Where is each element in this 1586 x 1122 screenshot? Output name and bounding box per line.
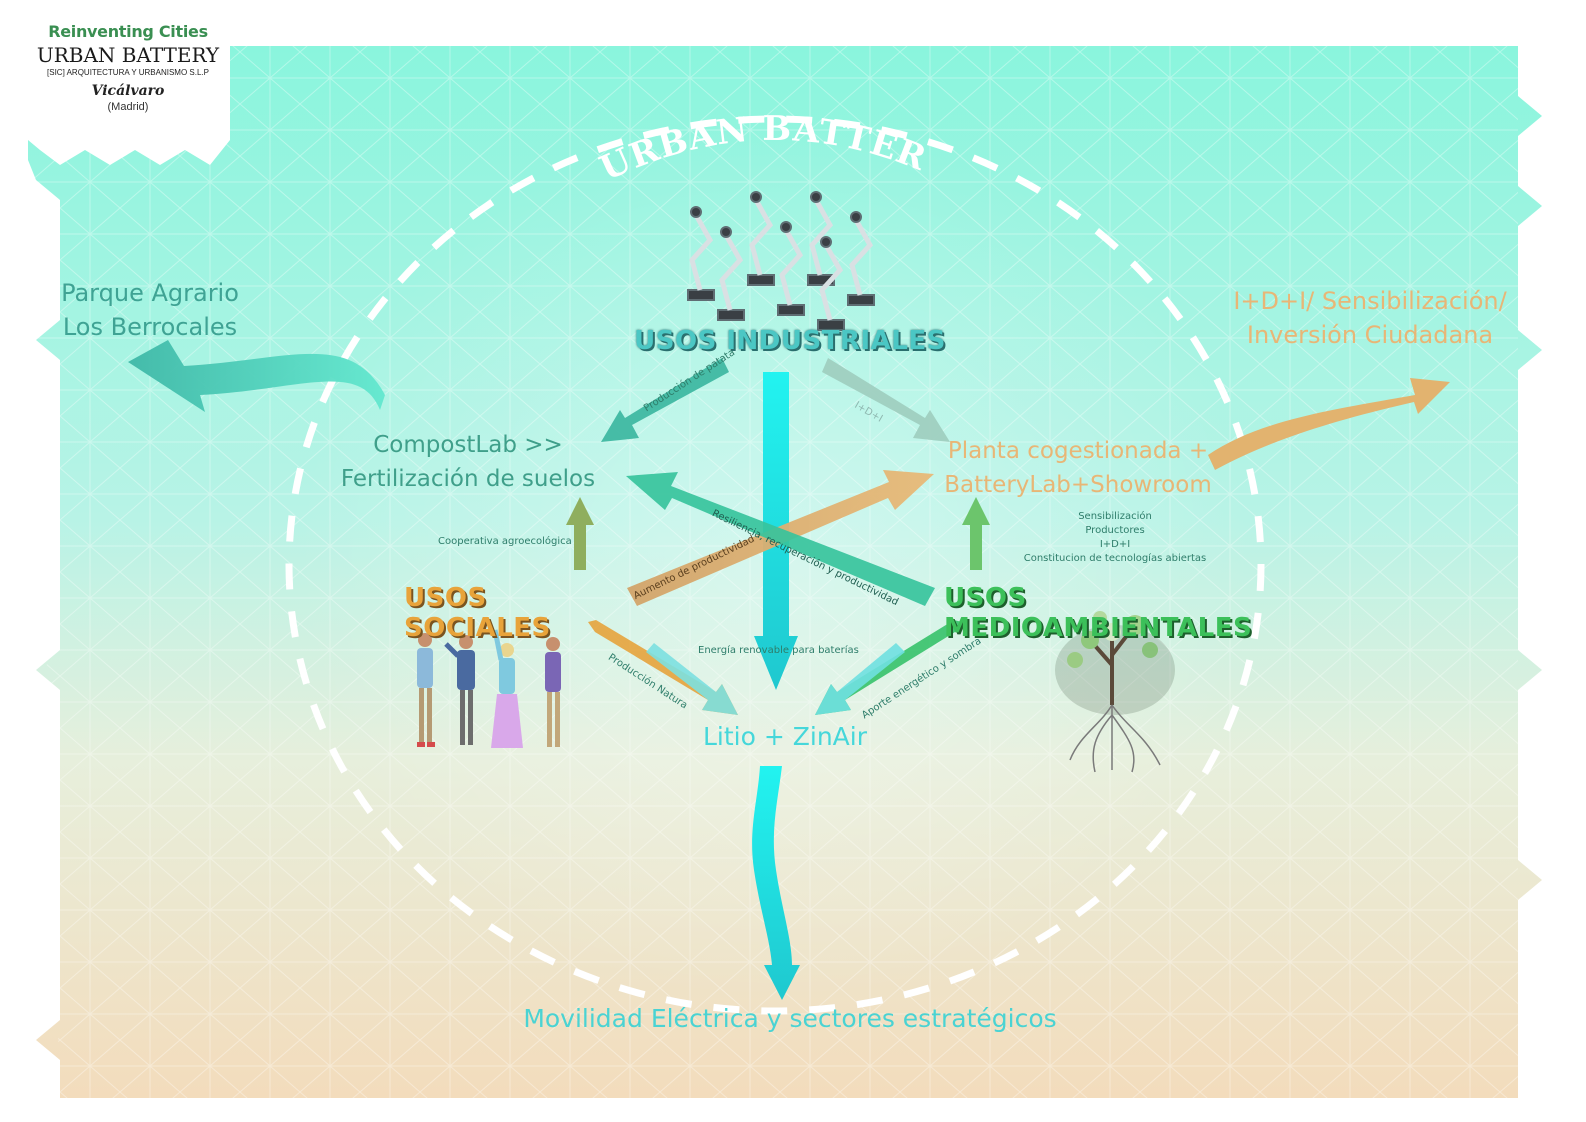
heading-usos-sociales: USOS SOCIALES — [404, 583, 551, 643]
robot-arms-icon — [687, 191, 875, 331]
firm-name: [SIC] ARQUITECTURA Y URBANISMO S.L.P — [47, 68, 209, 77]
node-planta: Planta cogestionada + BatteryLab+Showroo… — [928, 434, 1228, 502]
people-group-icon — [417, 629, 561, 748]
sens-item-3: I+D+I — [1099, 539, 1131, 550]
city-name: (Madrid) — [107, 101, 149, 113]
label-cooperativa: Cooperativa agroecológica — [438, 536, 572, 547]
node-compostlab: CompostLab >> Fertilización de suelos — [318, 428, 618, 496]
logo-block: Reinventing Cities URBAN BATTERY [SIC] A… — [28, 22, 228, 113]
sensibilizacion-list: Sensibilización Productores I+D+I Consti… — [1010, 510, 1220, 566]
project-name: URBAN BATTERY — [36, 43, 220, 67]
idi-line1: I+D+I/ Sensibilización/ — [1233, 287, 1507, 315]
heading-usos-medioambientales: USOS MEDIOAMBIENTALES — [944, 583, 1253, 643]
arrow-social-compost — [566, 497, 594, 570]
node-idi: I+D+I/ Sensibilización/ Inversión Ciudad… — [1210, 284, 1530, 352]
arrow-litio-movilidad — [752, 766, 800, 1000]
compost-line1: CompostLab >> — [373, 432, 563, 458]
node-litio: Litio + ZinAir — [702, 722, 867, 751]
arrow-industrial-compost — [601, 358, 729, 442]
plant-roots-icon — [1055, 611, 1175, 773]
arrow-env-planta — [962, 497, 990, 570]
sens-item-1: Sensibilización — [1078, 511, 1152, 522]
label-energia: Energía renovable para baterías — [698, 645, 859, 656]
parque-line2: Los Berrocales — [62, 313, 238, 341]
parque-line1: Parque Agrario — [61, 279, 239, 307]
sens-item-4: Constitucion de tecnologías abiertas — [1023, 553, 1207, 564]
brand-logo-text: Reinventing Cities — [48, 22, 208, 41]
arrow-industrial-planta — [822, 358, 950, 442]
node-parque: Parque Agrario Los Berrocales — [40, 276, 260, 344]
arrow-to-idi — [1208, 378, 1450, 470]
arrow-to-parque — [128, 340, 385, 412]
planta-line2: BatteryLab+Showroom — [944, 472, 1212, 498]
planta-line1: Planta cogestionada + — [947, 438, 1209, 464]
arrow-env-compost — [626, 472, 935, 606]
heading-usos-industriales: USOS INDUSTRIALES — [634, 326, 946, 356]
idi-line2: Inversión Ciudadana — [1246, 321, 1494, 349]
compost-line2: Fertilización de suelos — [340, 466, 596, 492]
sens-item-2: Productores — [1085, 525, 1145, 536]
node-movilidad: Movilidad Eléctrica y sectores estratégi… — [523, 1004, 1057, 1033]
place-name: Vicálvaro — [91, 83, 165, 99]
